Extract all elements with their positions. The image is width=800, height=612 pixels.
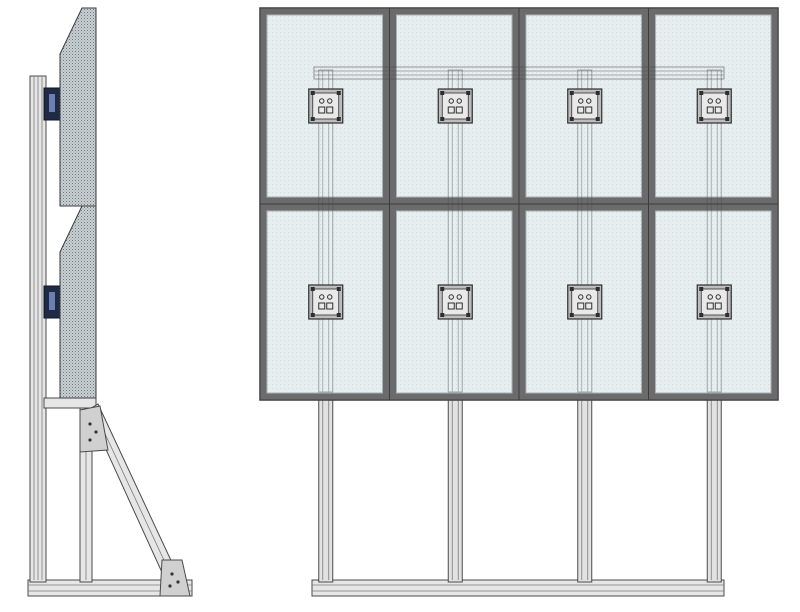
side-gusset-top	[79, 405, 109, 453]
panel-mounts	[308, 88, 732, 320]
ghost-upright-4	[706, 69, 722, 393]
mount-r1c3	[567, 88, 603, 124]
upright-4	[706, 391, 722, 583]
side-cross-arm	[43, 397, 97, 409]
mount-r2c1	[308, 284, 344, 320]
front-view	[259, 7, 779, 597]
mount-r1c2	[437, 88, 473, 124]
ghost-uprights	[318, 69, 722, 393]
mount-r2c2	[437, 284, 473, 320]
mount-r2c3	[567, 284, 603, 320]
side-display-upper	[59, 7, 97, 207]
uprights	[318, 391, 722, 583]
side-display-lower	[59, 205, 97, 399]
side-view	[27, 7, 193, 597]
upright-2	[447, 391, 463, 583]
mount-r1c4	[696, 88, 732, 124]
upright-3	[577, 391, 593, 583]
top-mount-rail	[313, 66, 725, 80]
side-base-rail	[27, 579, 193, 597]
mount-r1c1	[308, 88, 344, 124]
ghost-upright-2	[447, 69, 463, 393]
upright-1	[318, 391, 334, 583]
ghost-upright-3	[577, 69, 593, 393]
front-base-rail	[311, 579, 725, 597]
mount-r2c4	[696, 284, 732, 320]
side-gusset-bottom	[159, 559, 191, 597]
ghost-upright-1	[318, 69, 334, 393]
